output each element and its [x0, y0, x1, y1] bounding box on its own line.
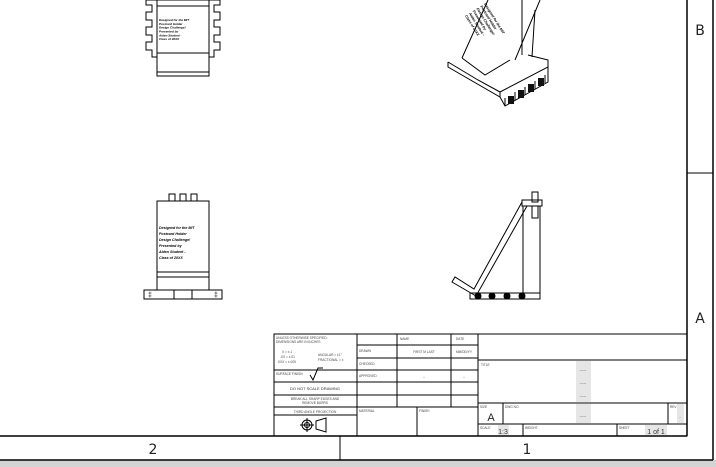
zone-label: 2 — [149, 442, 158, 458]
tolerance: .XX = ±.01 — [280, 355, 295, 359]
tolerance-header: DIMENSIONS ARE IN INCHES — [276, 340, 320, 344]
projection-label: THIRD ANGLE PROJECTION — [294, 410, 337, 414]
engraved-text: Designed for the MIT — [159, 18, 190, 22]
engraved-text: Class of 20XX — [159, 256, 183, 260]
approved-date: -- — [463, 375, 465, 379]
drawn-date: MM/DD/YY — [456, 350, 473, 354]
zone-label: 1 — [523, 442, 532, 458]
approved-name: -- — [423, 375, 425, 379]
weight-label: WEIGHT — [525, 426, 538, 430]
rev-value: - — [679, 414, 681, 419]
break-edges-note: BREAK ALL SHARP EDGES AND — [291, 397, 340, 401]
tolerance: X = ±.1 — [282, 350, 292, 354]
angular-tolerance: ANGULAR = ±1° — [318, 353, 343, 357]
zone-label: B — [695, 23, 705, 39]
tolerance-header: UNLESS OTHERWISE SPECIFIED: — [276, 336, 328, 340]
side-view[interactable] — [451, 191, 543, 300]
svg-text:‡: ‡ — [148, 292, 152, 299]
title-line: ----- — [580, 380, 587, 385]
sheet-label: SHEET — [619, 426, 630, 430]
engraved-text: Aiden Student - — [158, 33, 182, 37]
date-header: DATE — [456, 337, 464, 341]
engraved-text: Design Challenge! — [159, 238, 191, 242]
name-header: NAME — [400, 337, 409, 341]
engraved-text: Aiden Student - — [158, 250, 186, 254]
title-label: TITLE — [481, 363, 490, 367]
break-edges-note: REMOVE BURRS — [302, 401, 328, 405]
dwg-no-value: ----- — [580, 413, 587, 418]
surface-finish-label: SURFACE FINISH: — [276, 372, 303, 376]
top-view[interactable]: Designed for the MIT Postcard Holder Des… — [145, 0, 221, 77]
size-label: SIZE — [480, 405, 487, 409]
engraved-text: Design Challenge! — [159, 26, 186, 30]
title-line: ----- — [580, 393, 587, 398]
dwg-no-label: DWG NO. — [505, 405, 519, 409]
engraved-text: Postcard Holder — [159, 22, 183, 26]
scale-value: 1:3 — [498, 429, 508, 436]
surface-finish-icon — [309, 367, 323, 382]
do-not-scale-label: DO NOT SCALE DRAWING — [290, 386, 340, 391]
rev-label: REV — [670, 405, 677, 409]
engraved-text: Postcard Holder — [159, 232, 187, 236]
checked-label: CHECKED — [359, 362, 375, 366]
engraved-text: Designed for the MIT — [159, 226, 195, 230]
title-line: ----- — [580, 367, 587, 372]
sheet-value: 1 of 1 — [647, 429, 665, 436]
approved-label: APPROVED — [359, 374, 377, 378]
engraved-text: Class of 20XX — [159, 37, 180, 41]
scale-label: SCALE — [480, 426, 490, 430]
isometric-view[interactable]: Designed for the MIT Postcard Holder Des… — [447, 0, 549, 107]
engraved-text: Presented by — [159, 244, 183, 248]
front-view[interactable]: ‡ ‡ Designed for the MIT Postcard Holder… — [143, 193, 223, 300]
drawn-label: DRAWN — [359, 349, 372, 353]
fractional-tolerance: FRACTIONAL = ± — [318, 358, 344, 362]
drawn-name: FIRST M LAST — [413, 350, 435, 354]
engraved-text: Presented by — [159, 29, 178, 33]
canvas-background — [0, 460, 716, 467]
title-block: UNLESS OTHERWISE SPECIFIED: DIMENSIONS A… — [273, 333, 688, 437]
zone-label: A — [695, 311, 705, 327]
tolerance: .XXX = ±.005 — [277, 360, 296, 364]
third-angle-projection-icon — [300, 417, 327, 433]
size-value: A — [487, 412, 495, 424]
svg-text:‡: ‡ — [214, 292, 218, 299]
finish-label: FINISH — [419, 409, 430, 413]
material-label: MATERIAL — [359, 409, 375, 413]
